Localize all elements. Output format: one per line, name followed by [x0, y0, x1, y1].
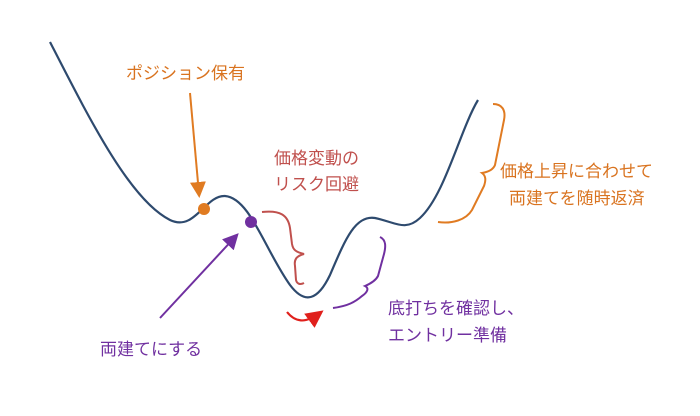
repay-brace [437, 103, 506, 224]
bottom-confirm-label-2: エントリー準備 [388, 326, 507, 346]
position-hold-point [198, 203, 210, 215]
bottom-brace [332, 236, 387, 309]
hedge-arrow [159, 233, 239, 319]
hedge-label: 両建てにする [100, 340, 203, 360]
bottom-confirm-label-1: 底打ちを確認し、 [388, 299, 524, 319]
price-curve [49, 41, 479, 299]
repay-label-1: 価格上昇に合わせて [500, 162, 653, 182]
hedge-point [245, 216, 257, 228]
position-hold-label: ポジション保有 [126, 64, 245, 84]
risk-avoid-label-1: 価格変動の [274, 149, 359, 169]
risk-brace [261, 210, 305, 285]
repay-label-2: 両建てを随時返済 [509, 189, 645, 209]
entry-arrow [286, 310, 324, 328]
position-hold-arrow [189, 92, 206, 198]
risk-avoid-label-2: リスク回避 [274, 175, 359, 195]
